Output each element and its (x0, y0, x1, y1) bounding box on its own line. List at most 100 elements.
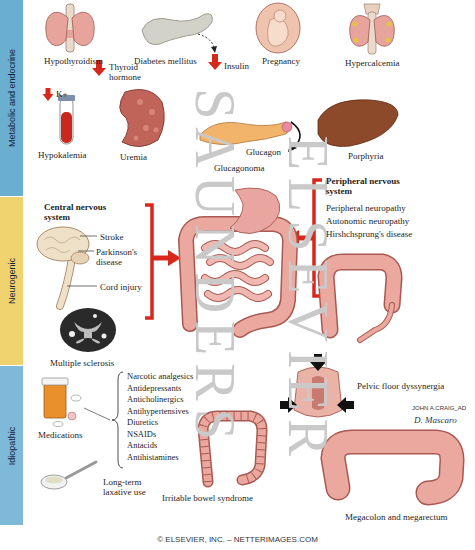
thyroid-gland (46, 4, 94, 52)
pregnant-uterus-part (274, 10, 286, 22)
parathyroid-glands-part (352, 22, 358, 27)
condition-label: Stroke (100, 232, 124, 242)
thyroid-gland-part (46, 12, 68, 45)
medication-bottle-part (53, 422, 63, 427)
drug-class: NSAIDs (127, 430, 156, 440)
drug-class: Antihypertensives (127, 407, 189, 417)
spinal-section-part (69, 331, 75, 337)
medication-bottle-part (84, 408, 110, 420)
brain-and-cord-part (71, 252, 89, 264)
pancreas-grey-part (142, 14, 212, 45)
pregnant-uterus-part (256, 3, 300, 53)
category-band: Metabolic and endocrine (0, 0, 23, 196)
blood-tube-part (61, 112, 72, 143)
artist-signature: JOHN A.CRAIG_AD (412, 405, 466, 411)
brain-and-cord-part (67, 236, 97, 286)
ion-label: K+ (56, 89, 68, 99)
pregnant-uterus-part (267, 18, 288, 47)
megacolon-part (333, 442, 452, 493)
medication-bottle-part (44, 384, 66, 418)
laxative-spoon (41, 462, 96, 489)
spinal-section (60, 308, 116, 352)
band-label: Metabolic and endocrine (7, 49, 17, 147)
medication-bottle (42, 372, 123, 468)
parathyroid-glands-part (385, 38, 391, 43)
condition-label: Irritable bowel syndrome (162, 493, 253, 503)
kidney-part (149, 109, 155, 115)
kidney-part (120, 90, 165, 147)
pancreas-tumor-part (282, 122, 292, 132)
pancreas-grey-part (198, 34, 214, 48)
condition-label: Glucagonoma (214, 163, 264, 173)
condition-label: Peripheral neuropathy (326, 203, 406, 213)
condition-label: Hypothyroidism (44, 56, 103, 66)
condition-label: Multiple sclerosis (50, 358, 114, 368)
medication-bottle-part (112, 372, 123, 468)
artist-signature: D. Mascaro (414, 415, 457, 425)
spinal-section-part (74, 322, 102, 344)
parathyroid-glands-part (350, 16, 370, 47)
parathyroid-glands-part (374, 16, 394, 47)
condition-label: Autonomic neuropathy (326, 216, 409, 226)
condition-label: Pregnancy (262, 56, 300, 66)
kidney-part (137, 99, 143, 105)
hormone-label: Insulin (224, 61, 249, 71)
drug-class: Anticholinergics (127, 395, 184, 405)
laxative-spoon-part (45, 477, 63, 484)
medication-bottle-part (68, 412, 76, 420)
hormone-label: Glucagon (246, 147, 281, 157)
parathyroid-glands-part (353, 38, 359, 43)
kidney-part (143, 125, 149, 131)
condition-label: Cord injury (100, 282, 142, 292)
red-down-arrow-part (43, 88, 54, 101)
kidney-part (154, 128, 159, 133)
hirschsprung-colon-part (360, 305, 392, 340)
spinal-section-part (60, 308, 116, 352)
parathyroid-glands-part (386, 22, 392, 27)
drug-class: Antidepressants (127, 384, 181, 394)
medication-bottle-part (71, 395, 81, 401)
group-heading: Central nervous system (44, 202, 124, 223)
pancreas-grey-part (211, 46, 217, 53)
blood-tube (58, 95, 75, 144)
medication-bottle-part (42, 378, 68, 385)
red-down-arrow (208, 54, 222, 70)
condition-label: Megacolon and megarectum (345, 512, 447, 522)
red-bracket-part (145, 205, 152, 318)
brain-and-cord-part (60, 258, 72, 306)
spinal-section-part (102, 334, 107, 339)
pelvic-floor-part (337, 397, 354, 413)
megacolon (333, 442, 452, 493)
red-down-arrow (43, 88, 54, 101)
category-band: Idiopathic (0, 366, 23, 525)
spinal-section-part (93, 314, 97, 318)
band-label: Idiopathic (7, 426, 17, 465)
megacolon-part (333, 442, 452, 493)
condition-label: Porphyria (348, 151, 384, 161)
hirschsprung-colon-part (360, 305, 392, 340)
condition-label: Hirshchsprung's disease (326, 229, 412, 239)
condition-label: Diabetes mellitus (134, 56, 197, 66)
condition-label: Parkinson's disease (96, 247, 146, 268)
band-label: Neurogenic (7, 258, 17, 304)
drug-class: Narcotic analgesics (127, 372, 193, 382)
pancreas-grey (142, 14, 217, 53)
brain-and-cord-part (60, 258, 72, 306)
drug-class: Antihistamines (127, 453, 178, 463)
red-down-arrow-part (208, 54, 222, 70)
red-bracket-part (152, 256, 168, 261)
condition-label: Pelvic floor dyssynergia (357, 381, 444, 391)
watermark: SAUNDERS (183, 88, 247, 448)
condition-label: Long-term laxative use (103, 477, 165, 498)
parathyroid-glands (350, 4, 395, 54)
group-heading: Peripheral nervous system (326, 176, 418, 197)
blood-tube-part (60, 98, 73, 144)
condition-label: Uremia (120, 152, 147, 162)
condition-label: Hypercalcemia (345, 58, 399, 68)
brain-and-cord (37, 227, 97, 306)
copyright-caption: © ELSEVIER, INC. – NETTERIMAGES.COM (0, 535, 475, 544)
laxative-spoon-part (41, 475, 67, 489)
kidney-part (134, 136, 139, 141)
drug-class: Antacids (127, 441, 157, 451)
